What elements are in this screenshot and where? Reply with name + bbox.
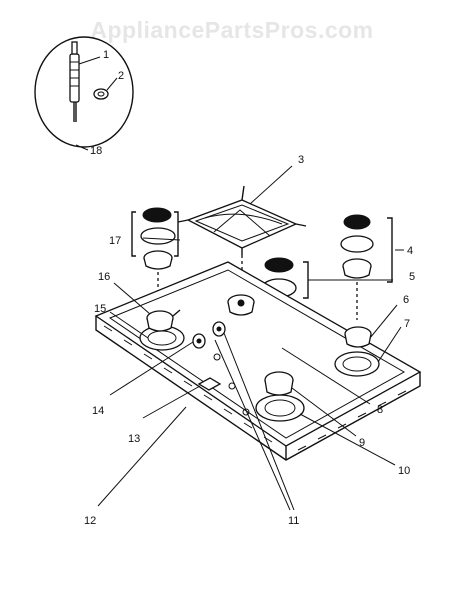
callout-6: 6 [403,294,409,306]
callout-10: 10 [398,465,410,477]
leader-lines [97,237,404,511]
cooktop-body [94,261,422,461]
callout-7: 7 [404,318,410,330]
callout-16: 16 [98,271,110,283]
callout-14: 14 [92,405,104,417]
callout-8: 8 [377,404,383,416]
callout-9: 9 [359,437,365,449]
callout-15: 15 [94,303,106,315]
callout-18: 18 [90,145,102,157]
callout-12: 12 [84,515,96,527]
watermark-text: AppliancePartsPros.com [90,17,373,43]
cap-group-left [131,207,179,296]
callout-11: 11 [288,515,299,527]
callout-5: 5 [409,271,415,283]
burner-grate [177,165,307,255]
callout-labels: 1 2 3 4 5 6 7 8 9 10 11 12 13 14 15 16 1… [84,49,415,527]
callout-2: 2 [118,70,124,82]
igniter-detail-inset [34,36,134,151]
callout-17: 17 [109,235,121,247]
callout-1: 1 [103,49,109,61]
cap-group-right [340,214,393,320]
callout-13: 13 [128,433,140,445]
callout-3: 3 [298,154,304,166]
callout-4: 4 [407,245,413,257]
